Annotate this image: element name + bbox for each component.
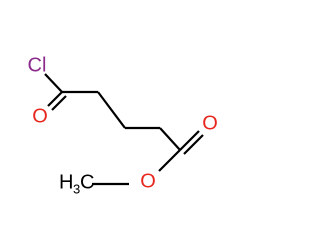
methyl-subscript-label: 3 xyxy=(73,181,80,196)
methyl-hydrogen-label: H xyxy=(59,171,73,193)
bond-c1-o-double-inner xyxy=(51,95,67,111)
bond-c4-c5 xyxy=(159,127,181,151)
methyl-carbon-label: C xyxy=(80,171,94,193)
bond-c2-c3 xyxy=(97,91,126,129)
bond-c5-o-double-lower xyxy=(183,134,204,155)
bond-c1-cl xyxy=(44,73,63,93)
ester-oxygen-atom-label: O xyxy=(140,170,156,192)
bond-c1-o-double-outer xyxy=(47,91,63,107)
bond-c5-o-ester xyxy=(158,149,181,172)
ester-carbonyl-oxygen-atom-label: O xyxy=(202,112,218,134)
methyl-group-label: H 3 C xyxy=(59,171,94,196)
bond-c5-o-double-upper xyxy=(179,130,200,151)
bonds xyxy=(44,73,204,186)
acyl-oxygen-atom-label: O xyxy=(32,105,48,127)
atom-labels: Cl O O O H 3 C xyxy=(28,54,218,196)
molecule-structure-diagram: Cl O O O H 3 C xyxy=(28,54,218,196)
chlorine-atom-label: Cl xyxy=(28,54,47,76)
